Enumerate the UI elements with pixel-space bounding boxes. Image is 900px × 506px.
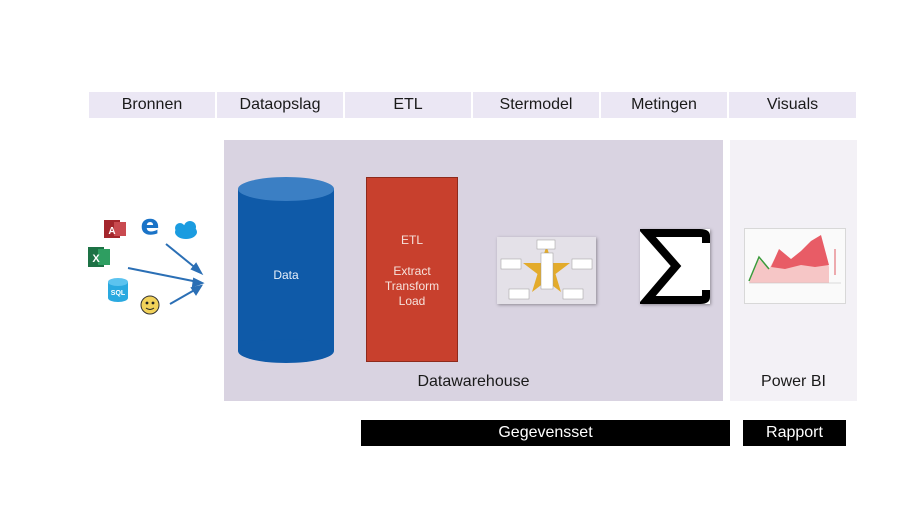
- edge-icon: e: [141, 208, 160, 241]
- svg-text:e: e: [141, 208, 160, 241]
- svg-text:SQL: SQL: [111, 290, 126, 297]
- sigma-icon: [638, 229, 710, 304]
- header-visuals: Visuals: [729, 92, 856, 118]
- report-bar: Rapport: [743, 420, 846, 446]
- sigma-thumbnail: [638, 229, 710, 304]
- data-cylinder-label: Data: [273, 268, 299, 282]
- mailchimp-icon: [140, 295, 160, 315]
- etl-box: ETL Extract Transform Load: [366, 177, 458, 362]
- flow-arrows: [127, 243, 205, 305]
- sql-icon: SQL: [108, 278, 128, 302]
- svg-text:X: X: [92, 253, 100, 265]
- sources-group: A e X SQL: [88, 208, 205, 315]
- excel-icon: X: [88, 247, 110, 267]
- svg-text:A: A: [108, 226, 115, 237]
- etl-extract: Extract: [393, 264, 431, 278]
- etl-transform: Transform: [384, 279, 440, 293]
- star-schema-thumbnail: [497, 237, 596, 304]
- dataset-bar: Gegevensset: [361, 420, 730, 446]
- header-stermodel: Stermodel: [473, 92, 599, 118]
- header-dataopslag: Dataopslag: [217, 92, 343, 118]
- header-etl: ETL: [345, 92, 471, 118]
- header-metingen: Metingen: [601, 92, 727, 118]
- etl-load: Load: [398, 294, 426, 308]
- access-icon: A: [104, 220, 126, 238]
- header-bronnen: Bronnen: [89, 92, 215, 118]
- etl-title: ETL: [400, 233, 423, 247]
- powerbi-chart-thumbnail: [744, 228, 846, 304]
- datawarehouse-label: Datawarehouse: [417, 373, 530, 390]
- salesforce-icon: [175, 221, 197, 239]
- powerbi-label: Power BI: [761, 373, 826, 390]
- data-cylinder: [238, 177, 334, 363]
